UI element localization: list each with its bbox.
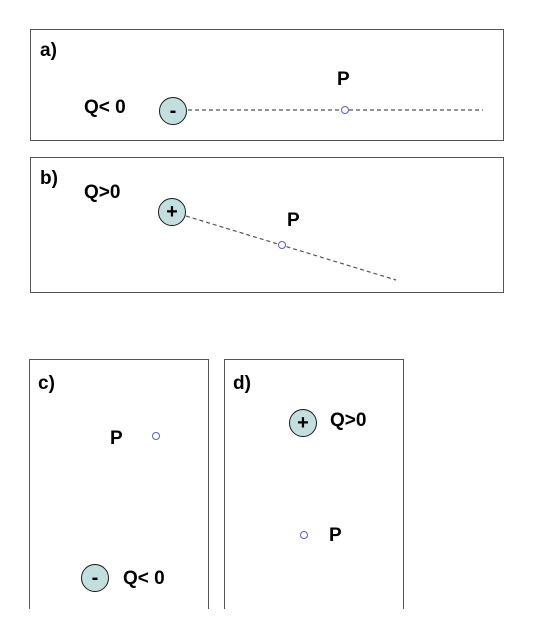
point-label: P (337, 69, 350, 90)
panel-c: c) P - Q< 0 (29, 359, 209, 609)
point-marker (341, 106, 349, 114)
charge-sign: - (91, 567, 99, 589)
panel-d: d) + Q>0 P (224, 359, 404, 609)
charge-sign: + (297, 412, 309, 434)
charge-label: Q< 0 (123, 568, 165, 589)
charge-sign: + (166, 201, 178, 223)
point-label: P (110, 428, 123, 449)
panel-label: b) (40, 168, 58, 189)
field-line (185, 215, 397, 281)
point-marker (300, 531, 308, 539)
negative-charge-icon: - (81, 564, 109, 592)
positive-charge-icon: + (289, 409, 317, 437)
negative-charge-icon: - (159, 97, 187, 125)
field-line (188, 109, 483, 111)
panel-a: a) Q< 0 - P (30, 29, 504, 141)
charge-label: Q< 0 (84, 97, 126, 118)
charge-label: Q>0 (84, 182, 121, 203)
panel-label: a) (40, 40, 57, 61)
charge-sign: - (169, 100, 177, 122)
point-label: P (329, 525, 342, 546)
panel-b: b) Q>0 + P (30, 157, 504, 293)
panel-label: c) (38, 373, 55, 394)
charge-label: Q>0 (330, 410, 367, 431)
point-label: P (287, 210, 300, 231)
point-marker (152, 432, 160, 440)
panel-label: d) (233, 373, 251, 394)
point-marker (278, 241, 286, 249)
positive-charge-icon: + (158, 198, 186, 226)
